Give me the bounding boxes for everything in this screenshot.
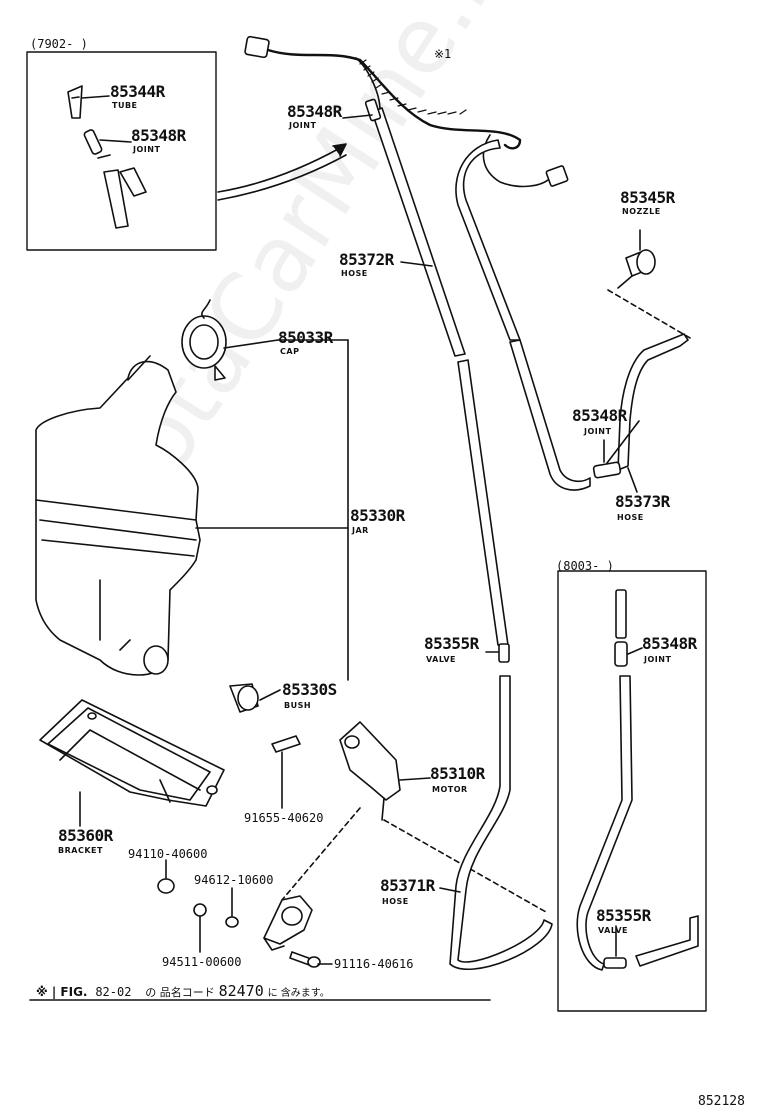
wiring-harness [244,35,569,188]
tube-85344R-part [67,85,110,119]
part-number-85371R: 85371R [380,876,435,895]
screw-91116-40616 [289,951,333,968]
part-number-85310R: 85310R [430,764,485,783]
part-name-valve-mid: VALVE [426,655,456,664]
inset-arrow [217,147,341,193]
joint-85348R-c [592,439,622,479]
jar-85330R [35,355,201,676]
footnote-mid: の 品名コード [145,986,215,999]
part-number-85345R: 85345R [620,188,675,207]
hose-85371R [449,675,553,970]
hose-to-nozzle [455,139,591,491]
nut-94612-10600 [225,887,239,928]
motor-85310R [339,721,431,821]
part-number-91655-40620: 91655-40620 [244,811,324,825]
part-number-85033R: 85033R [278,328,333,347]
footnote-code: 82470 [218,982,264,1000]
part-name-hose-85372R: HOSE [341,269,368,278]
page-code: 852128 [698,1094,745,1109]
bolt-91655-40620 [271,735,301,809]
inset-box-8003 [557,570,707,1012]
part-number-91116-40616: 91116-40616 [334,957,414,971]
part-number-85348R-inset2: 85348R [642,634,697,653]
range-label-7902: (7902- ) [30,37,88,51]
part-name-joint-inset2: JOINT [644,655,672,664]
inset-8003-parts [576,589,699,971]
part-name-bracket: BRACKET [58,846,103,855]
bush-85330S [229,683,281,713]
nut-94110-40600 [157,859,175,894]
cap-85033R [181,299,279,381]
part-name-motor: MOTOR [432,785,468,794]
part-name-hose-85373R: HOSE [617,513,644,522]
part-name-tube: TUBE [112,101,138,110]
inset-box-7902 [26,51,217,251]
nozzle-85345R [617,229,656,289]
footnote: ※ | FIG. 82-02 の 品名コード 82470 に 含みます。 [36,984,330,1001]
part-name-joint-mid: JOINT [584,427,612,436]
part-number-85330S: 85330S [282,680,337,699]
clamp-motor-bracket [263,895,313,951]
part-number-85330R: 85330R [350,506,405,525]
footnote-mark: ※ | FIG. [36,985,88,999]
part-name-jar: JAR [352,526,369,535]
part-name-valve-inset: VALVE [598,926,628,935]
nozzle-dashed-link [607,289,691,339]
part-number-85355R-mid: 85355R [424,634,479,653]
part-number-94110-40600: 94110-40600 [128,847,208,861]
part-number-85372R: 85372R [339,250,394,269]
hose-85371R-leader [439,887,461,893]
footnote-end: に 含みます。 [267,988,330,999]
hose-85373R [617,333,689,471]
part-number-85348R-top: 85348R [287,102,342,121]
footnote-fig: 82-02 [95,985,132,999]
part-name-joint-inset: JOINT [133,145,161,154]
valve-85355R-a [485,643,510,663]
joint-inset-part [83,129,147,229]
part-number-85355R-inset: 85355R [596,906,651,925]
note-star-1: ※1 [434,47,452,61]
part-number-85344R: 85344R [110,82,165,101]
part-number-85348R-mid: 85348R [572,406,627,425]
hose-85372R [371,107,509,646]
part-name-joint-top: JOINT [289,121,317,130]
bracket-85360R [39,699,225,807]
part-name-hose-85371R: HOSE [382,897,409,906]
part-number-85373R: 85373R [615,492,670,511]
range-label-8003: (8003- ) [556,559,614,573]
part-name-bush: BUSH [284,701,312,710]
washer-94511-00600 [193,903,207,953]
part-number-94612-10600: 94612-10600 [194,873,274,887]
part-number-85360R: 85360R [58,826,113,845]
part-name-nozzle: NOZZLE [622,207,661,216]
motor-dashed-link-2 [281,807,361,901]
part-name-cap: CAP [280,347,300,356]
joint-85348R-top [364,98,382,122]
part-number-85348R-inset: 85348R [131,126,186,145]
part-number-94511-00600: 94511-00600 [162,955,242,969]
